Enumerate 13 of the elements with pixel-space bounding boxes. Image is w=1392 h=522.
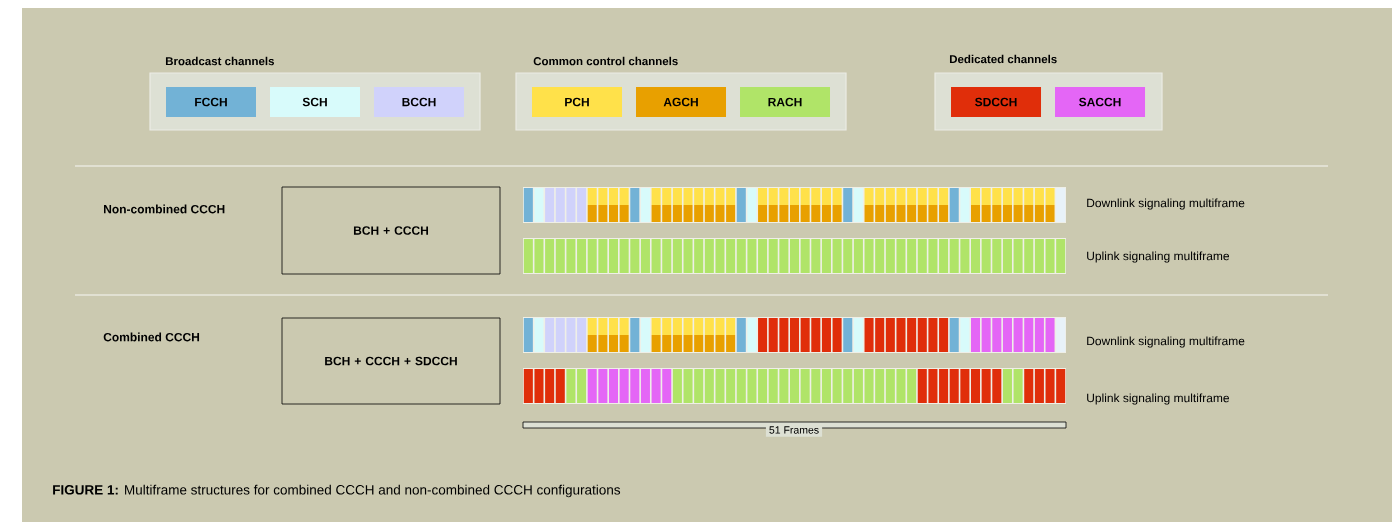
multiframe-label: Uplink signaling multiframe — [1087, 393, 1230, 405]
group-heading: Broadcast channels — [165, 56, 274, 66]
multiframe-label: Downlink signaling multiframe — [1087, 336, 1245, 348]
channel-box: BCH + CCCH — [281, 186, 501, 275]
multiframe-label: Uplink signaling multiframe — [1087, 251, 1230, 263]
dimension-label: 51 Frames — [765, 423, 823, 437]
group-heading: Dedicated channels — [950, 54, 1057, 64]
row-label: Non-combined CCCH — [104, 204, 225, 214]
row-label: Combined CCCH — [103, 332, 200, 342]
group-heading: Common control channels — [533, 56, 678, 66]
multiframe-label: Downlink signaling multiframe — [1087, 198, 1245, 210]
figure-caption: FIGURE 1: Multiframe structures for combined CCCH and non-combined CCCH configurations — [53, 484, 621, 498]
channel-box: BCH + CCCH + SDCCH — [281, 317, 501, 405]
